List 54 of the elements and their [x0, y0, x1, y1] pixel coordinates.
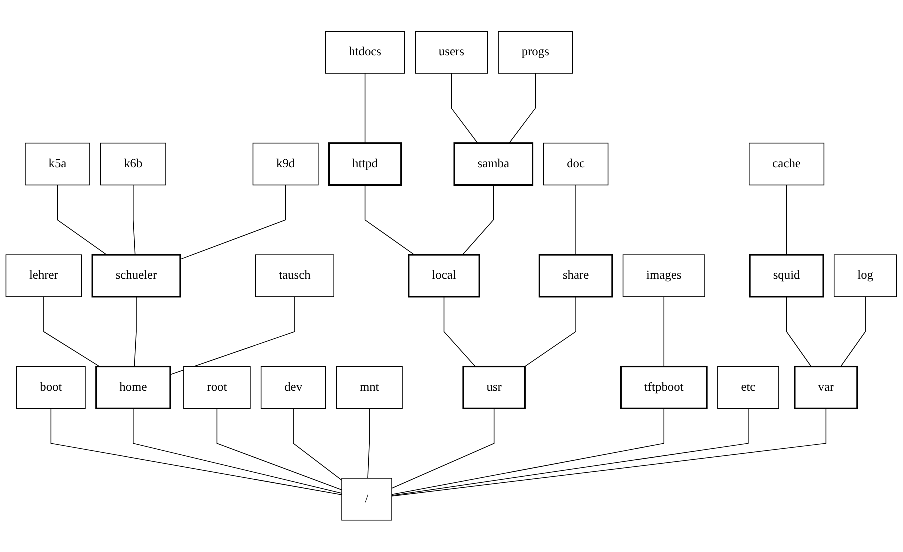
connector [368, 408, 370, 479]
connector [293, 408, 342, 481]
node-box: root [184, 366, 251, 410]
node-box: var [794, 366, 858, 410]
node-box: log [834, 254, 898, 298]
connector [840, 296, 866, 368]
connector [392, 408, 665, 496]
node-box: httpd [328, 142, 402, 186]
connector [392, 408, 749, 496]
node-box: mnt [336, 366, 403, 410]
connector [392, 408, 495, 489]
node-box: k5a [25, 142, 90, 186]
connector [134, 296, 137, 368]
node-box: boot [16, 366, 86, 410]
node-box: tftpboot [620, 366, 708, 410]
connector [44, 296, 100, 368]
connector [133, 184, 136, 256]
connector [451, 73, 478, 144]
node-box: k6b [100, 142, 166, 186]
node-box: doc [543, 142, 609, 186]
node-box: images [622, 254, 706, 298]
node-box: usr [462, 366, 526, 410]
connector [786, 184, 788, 256]
node-box: share [538, 254, 614, 298]
connector [392, 408, 827, 497]
connector [664, 296, 665, 368]
node-box: cache [749, 142, 825, 186]
connector [786, 296, 812, 368]
connector [180, 184, 286, 260]
node-box: lehrer [6, 254, 82, 298]
node-box: home [96, 366, 172, 410]
node-box: k9d [252, 142, 319, 186]
node-box: squid [749, 254, 824, 298]
connector [50, 408, 342, 496]
connector [444, 296, 476, 368]
connector [364, 184, 416, 256]
connector [170, 296, 296, 376]
node-box: samba [454, 142, 534, 186]
connector [462, 184, 494, 256]
node-box: schueler [92, 254, 182, 298]
connector [216, 408, 342, 490]
node-box: htdocs [325, 31, 406, 74]
node-box: local [408, 254, 480, 298]
connector [524, 296, 576, 368]
connector [133, 408, 342, 494]
connector [57, 184, 108, 256]
node-box: etc [718, 366, 780, 410]
node-box: / [342, 478, 392, 521]
node-box: progs [498, 31, 574, 74]
connector [364, 73, 366, 144]
connector [509, 73, 536, 144]
node-box: dev [260, 366, 326, 410]
node-box: users [415, 31, 488, 74]
node-box: tausch [255, 254, 334, 298]
